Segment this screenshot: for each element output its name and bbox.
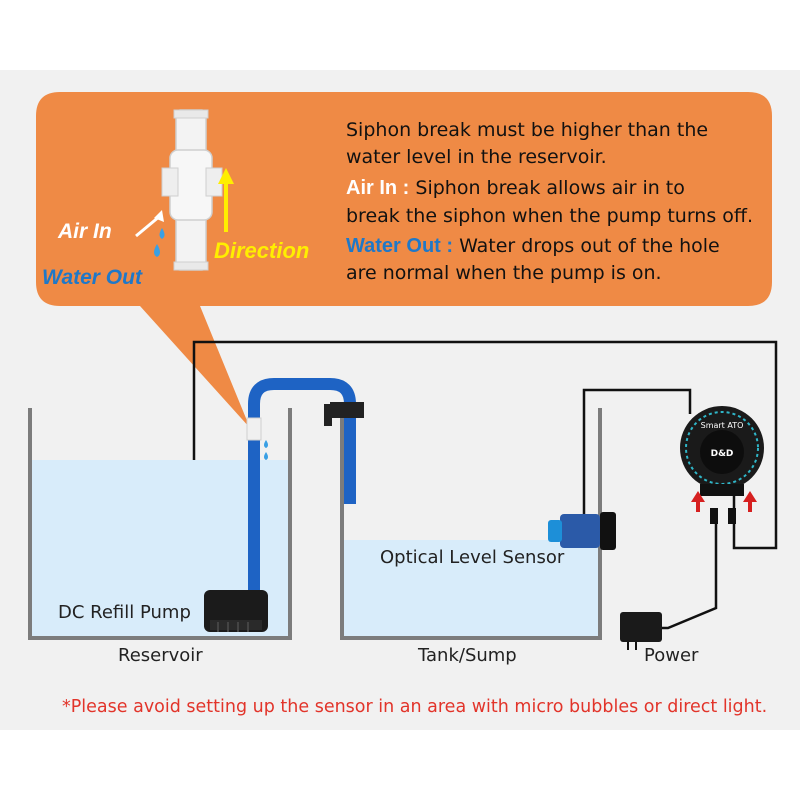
fig-water-out: Water Out bbox=[42, 266, 142, 289]
sensor-wire bbox=[582, 388, 692, 520]
sensor-label: Optical Level Sensor bbox=[380, 547, 565, 568]
reservoir-tank bbox=[28, 408, 292, 640]
fig-air-in: Air In bbox=[58, 220, 112, 243]
optical-sensor-icon bbox=[548, 512, 616, 550]
air-in-row1: Air In : Siphon break allows air in to bbox=[346, 174, 685, 202]
water-out-row2: are normal when the pump is on. bbox=[346, 262, 662, 284]
water-out-label: Water Out : bbox=[346, 235, 454, 257]
callout-line2: water level in the reservoir. bbox=[346, 146, 607, 168]
footnote: *Please avoid setting up the sensor in a… bbox=[62, 697, 768, 717]
power-label: Power bbox=[644, 645, 699, 666]
air-in-row2: break the siphon when the pump turns off… bbox=[346, 205, 754, 227]
water-drops-icon bbox=[154, 228, 165, 257]
controller-icon bbox=[680, 406, 764, 496]
fig-direction: Direction bbox=[214, 238, 310, 263]
air-in-text1: Siphon break allows air in to bbox=[415, 177, 685, 199]
tank-label: Tank/Sump bbox=[418, 645, 517, 666]
pipe-clamp-icon bbox=[324, 402, 364, 426]
power-wire bbox=[660, 520, 718, 630]
water-out-text1: Water drops out of the hole bbox=[459, 235, 720, 257]
dc-pump-icon bbox=[204, 590, 268, 632]
tank-water bbox=[344, 540, 598, 636]
water-out-row1: Water Out : Water drops out of the hole bbox=[346, 232, 720, 260]
power-adapter-icon bbox=[620, 612, 662, 650]
pump-label: DC Refill Pump bbox=[58, 602, 191, 623]
drip-drops-icon bbox=[264, 440, 268, 460]
air-in-arrow bbox=[135, 214, 161, 238]
air-in-label: Air In : bbox=[346, 177, 410, 199]
refill-pipe bbox=[248, 378, 356, 594]
reservoir-label: Reservoir bbox=[118, 645, 203, 666]
controller-logo: D&D bbox=[711, 449, 734, 459]
red-arrows-icon bbox=[691, 491, 757, 512]
callout-line1: Siphon break must be higher than the bbox=[346, 119, 709, 141]
pump-wire bbox=[192, 340, 778, 592]
siphon-break-fitting bbox=[161, 109, 223, 271]
plugs-icon bbox=[710, 508, 736, 524]
controller-name: Smart ATO bbox=[701, 421, 744, 430]
